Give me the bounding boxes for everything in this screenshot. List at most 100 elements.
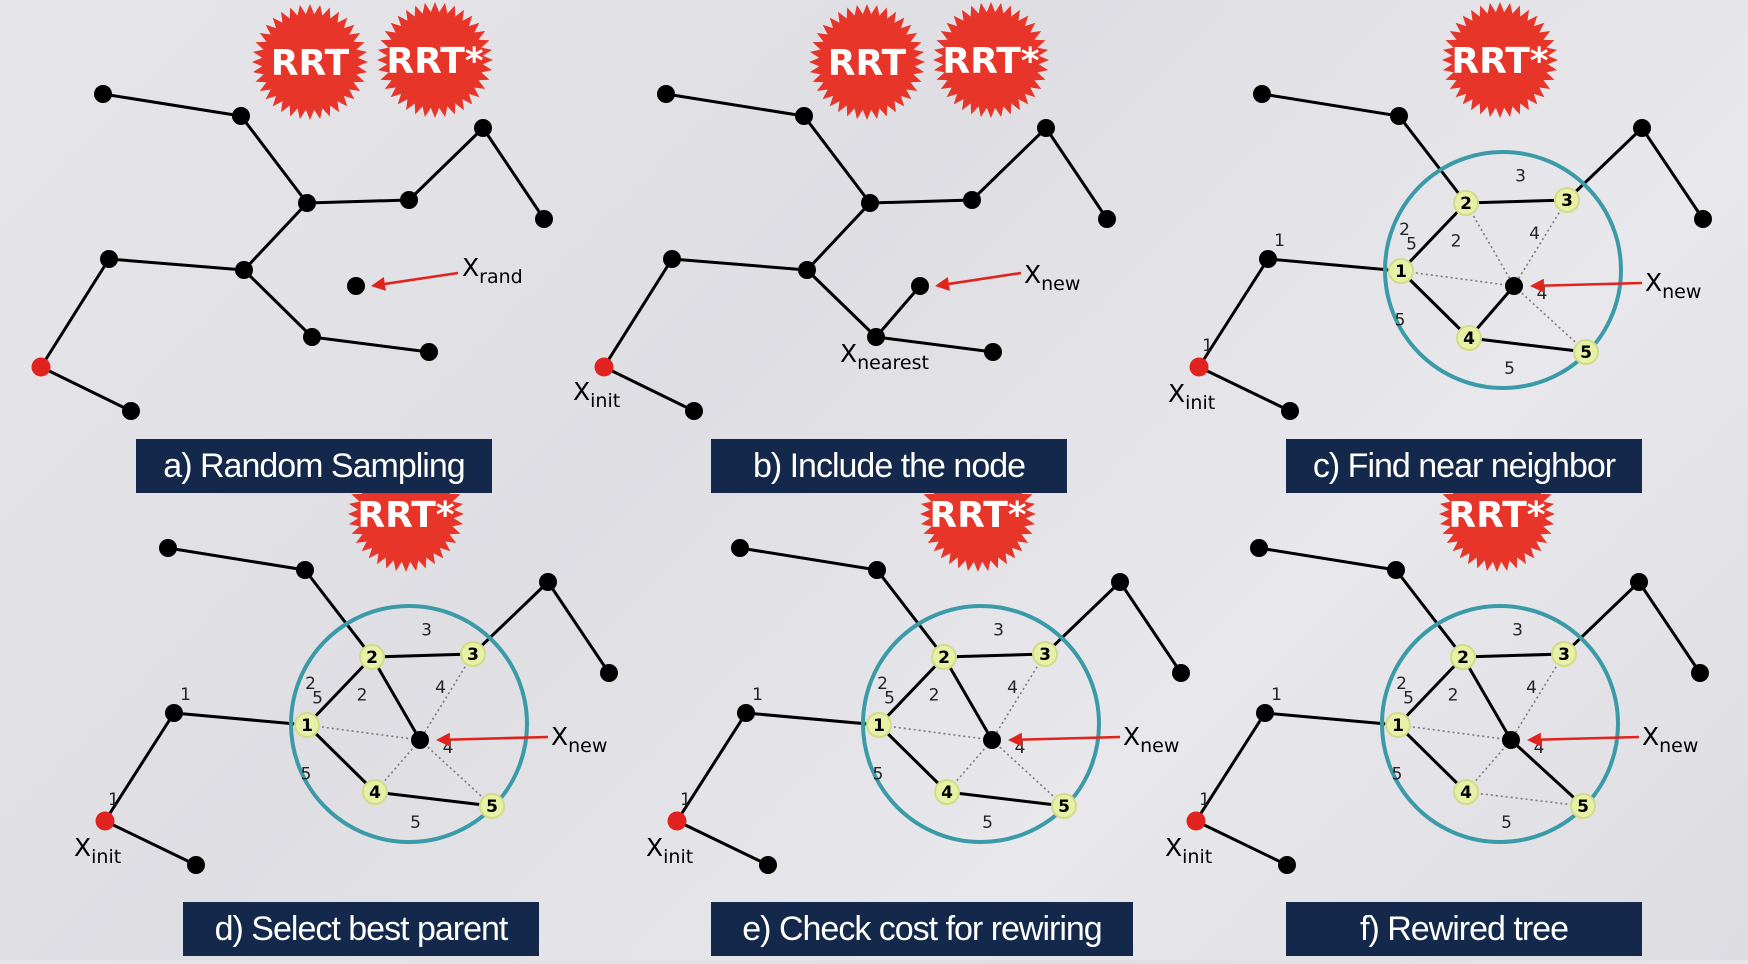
tree-edge [602, 258, 674, 368]
tree-edge [675, 712, 748, 822]
tree-edge [311, 335, 430, 354]
nearest-label: Xnearest [840, 339, 929, 374]
tree-edge [1267, 257, 1402, 273]
edge-cost-label: 2 [1448, 686, 1459, 706]
badge-label: RRT [828, 43, 907, 84]
arrow-shaft [1540, 735, 1640, 741]
badge-label: RRT* [929, 495, 1026, 536]
arrow-head [1530, 278, 1545, 293]
tree-edge [39, 258, 111, 368]
caption-a: a) Random Sampling [136, 439, 492, 493]
near-node-label: 5 [486, 797, 498, 817]
edge-cost-label: 1 [180, 685, 191, 705]
near-node [362, 779, 388, 805]
arrow-shaft [449, 735, 549, 741]
arrow-head [1527, 732, 1542, 747]
edge-cost-label: 2 [357, 686, 368, 706]
tree-edge [471, 580, 550, 656]
near-node-label: 5 [1580, 343, 1592, 363]
tree-edge [1399, 201, 1468, 273]
label-subscript: new [1140, 735, 1179, 757]
tree-edge [40, 365, 132, 413]
tree-edge [1044, 127, 1109, 220]
tree-node [1390, 107, 1408, 125]
edge-cost-label: 2 [1399, 220, 1410, 240]
new-edge [874, 285, 922, 338]
label-main: X [573, 377, 590, 406]
tree-edge [1397, 115, 1468, 204]
near-node-label: 1 [1392, 716, 1404, 736]
caption-b: b) Include the node [711, 439, 1067, 493]
tree-node [296, 561, 314, 579]
neighbor-circle [289, 604, 529, 844]
near-node [1032, 641, 1058, 667]
label-subscript: init [663, 846, 693, 868]
arrow-shaft [948, 271, 1022, 286]
tree-edge [546, 581, 611, 674]
edge-cost-label: 3 [1515, 167, 1526, 187]
tree-node [1111, 573, 1129, 591]
label-main: X [1123, 722, 1140, 751]
tree-edge [371, 652, 474, 659]
tree-node [100, 250, 118, 268]
near-node-label: 2 [1457, 648, 1469, 668]
panel-e: 1123524245512345XnewXinitRRT* [646, 456, 1190, 874]
badge-label: RRT* [942, 41, 1039, 82]
edge-cost-label: 4 [1007, 678, 1018, 698]
algorithm-badge: RRT [809, 4, 925, 120]
near-node-label: 4 [1463, 329, 1475, 349]
init-node [667, 811, 687, 831]
new-node [411, 731, 429, 749]
new-label: Xnew [1645, 268, 1701, 303]
edge-cost-label: 4 [1534, 738, 1545, 758]
tree-edge [370, 656, 422, 741]
neighbor-circle [1380, 604, 1620, 844]
candidate-edge [419, 739, 493, 807]
candidate-edge [419, 653, 474, 741]
algorithm-badge: RRT* [1442, 2, 1558, 118]
edge-cost-label: 5 [301, 765, 312, 785]
neighbor-circle [861, 604, 1101, 844]
panel-f: 1123524245512345XnewXinitRRT* [1165, 456, 1709, 874]
tree-edge [167, 546, 306, 572]
label-main: X [551, 722, 568, 751]
near-node [359, 644, 385, 670]
badge-burst [377, 2, 493, 118]
new-arrow [436, 732, 549, 747]
edge-cost-label: 5 [312, 689, 323, 709]
edge-cost-label: 2 [877, 674, 888, 694]
near-node [1453, 190, 1479, 216]
new-node [1502, 731, 1520, 749]
candidate-edge [1400, 270, 1515, 287]
badge-burst [1442, 2, 1558, 118]
edge-cost-label: 4 [1529, 224, 1540, 244]
tree-node [187, 856, 205, 874]
tree-node [165, 704, 183, 722]
arrow-head [935, 276, 950, 291]
candidate-edge [1397, 724, 1512, 741]
tree-node [1259, 250, 1277, 268]
caption-e: e) Check cost for rewiring [711, 902, 1133, 956]
init-label: Xinit [74, 833, 121, 868]
tree-node [94, 85, 112, 103]
tree-node [1037, 119, 1055, 137]
arrow-shaft [1021, 735, 1121, 741]
near-node [931, 644, 957, 670]
new-label: Xnew [1024, 260, 1080, 295]
new-arrow [1530, 278, 1643, 293]
badge-label: RRT* [357, 495, 454, 536]
label-subscript: new [568, 735, 607, 757]
tree-edge [108, 257, 245, 272]
candidate-edge [1465, 791, 1584, 807]
tree-edge [374, 790, 493, 808]
near-node-label: 2 [366, 648, 378, 668]
init-label: Xinit [646, 833, 693, 868]
tree-edge [1394, 569, 1465, 658]
tree-edge [603, 365, 695, 413]
tree-node [685, 402, 703, 420]
near-node [1573, 339, 1599, 365]
tree-edge [102, 92, 242, 118]
tree-node [1278, 856, 1296, 874]
tree-edge [305, 655, 374, 727]
